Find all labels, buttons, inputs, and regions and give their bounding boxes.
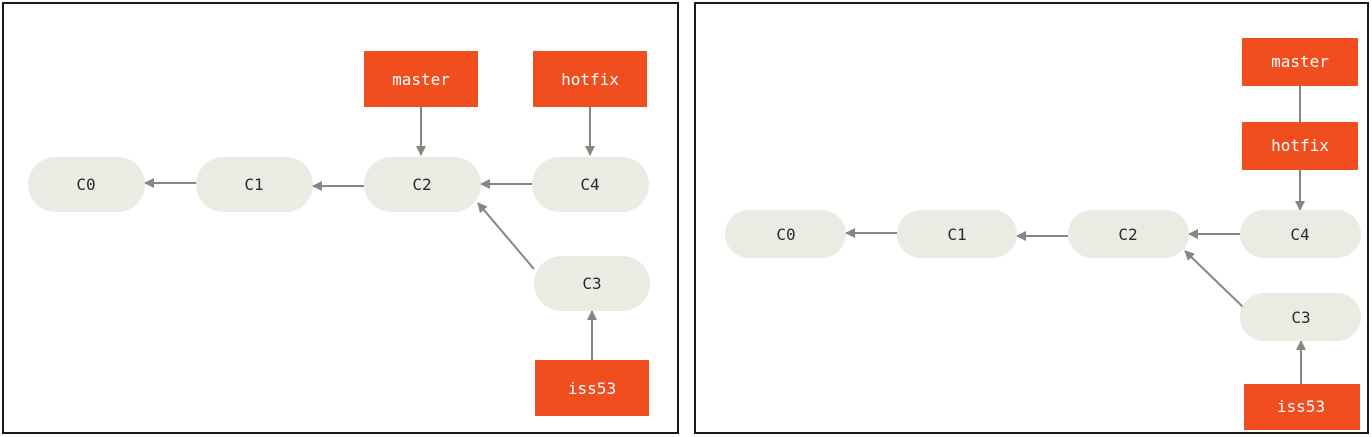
commit-graph-before: C0 C1 C2 C4 C3 master hotfix iss5 xyxy=(28,51,650,416)
branch-master: master xyxy=(364,51,478,107)
commit-label: C1 xyxy=(244,175,263,194)
commit-c3: C3 xyxy=(534,256,650,311)
commit-c2: C2 xyxy=(1068,210,1189,258)
commit-c4: C4 xyxy=(1240,210,1361,258)
commit-graph-after: C0 C1 C2 C4 C3 master hotfix iss5 xyxy=(725,38,1361,430)
branch-hotfix: hotfix xyxy=(533,51,647,107)
commit-c1: C1 xyxy=(897,210,1017,258)
commit-label: C2 xyxy=(412,175,431,194)
commit-label: C0 xyxy=(76,175,95,194)
commit-c0: C0 xyxy=(28,157,145,212)
commit-label: C1 xyxy=(947,225,966,244)
diagram-panel-before: C0 C1 C2 C4 C3 master hotfix iss5 xyxy=(2,2,679,434)
commit-c0: C0 xyxy=(725,210,846,258)
branch-hotfix: hotfix xyxy=(1242,122,1358,170)
branch-label: hotfix xyxy=(561,70,619,89)
commit-c1: C1 xyxy=(196,157,313,212)
branch-label: iss53 xyxy=(568,379,616,398)
commit-c4: C4 xyxy=(532,157,649,212)
commit-label: C3 xyxy=(1291,308,1310,327)
diagram-panel-after: C0 C1 C2 C4 C3 master hotfix iss5 xyxy=(694,2,1369,434)
branch-label: master xyxy=(392,70,450,89)
branch-label: iss53 xyxy=(1277,397,1325,416)
commit-label: C0 xyxy=(776,225,795,244)
edge-c3-to-c2 xyxy=(477,202,535,270)
branch-label: hotfix xyxy=(1271,136,1329,155)
commit-label: C2 xyxy=(1118,225,1137,244)
branch-master: master xyxy=(1242,38,1358,86)
commit-label: C4 xyxy=(580,175,599,194)
commit-c2: C2 xyxy=(364,157,481,212)
commit-c3: C3 xyxy=(1240,293,1361,341)
branch-iss53: iss53 xyxy=(535,360,649,416)
branch-label: master xyxy=(1271,52,1329,71)
commit-label: C4 xyxy=(1290,225,1309,244)
edge-c3-to-c2 xyxy=(1184,250,1244,308)
branch-iss53: iss53 xyxy=(1244,384,1360,430)
commit-label: C3 xyxy=(582,274,601,293)
